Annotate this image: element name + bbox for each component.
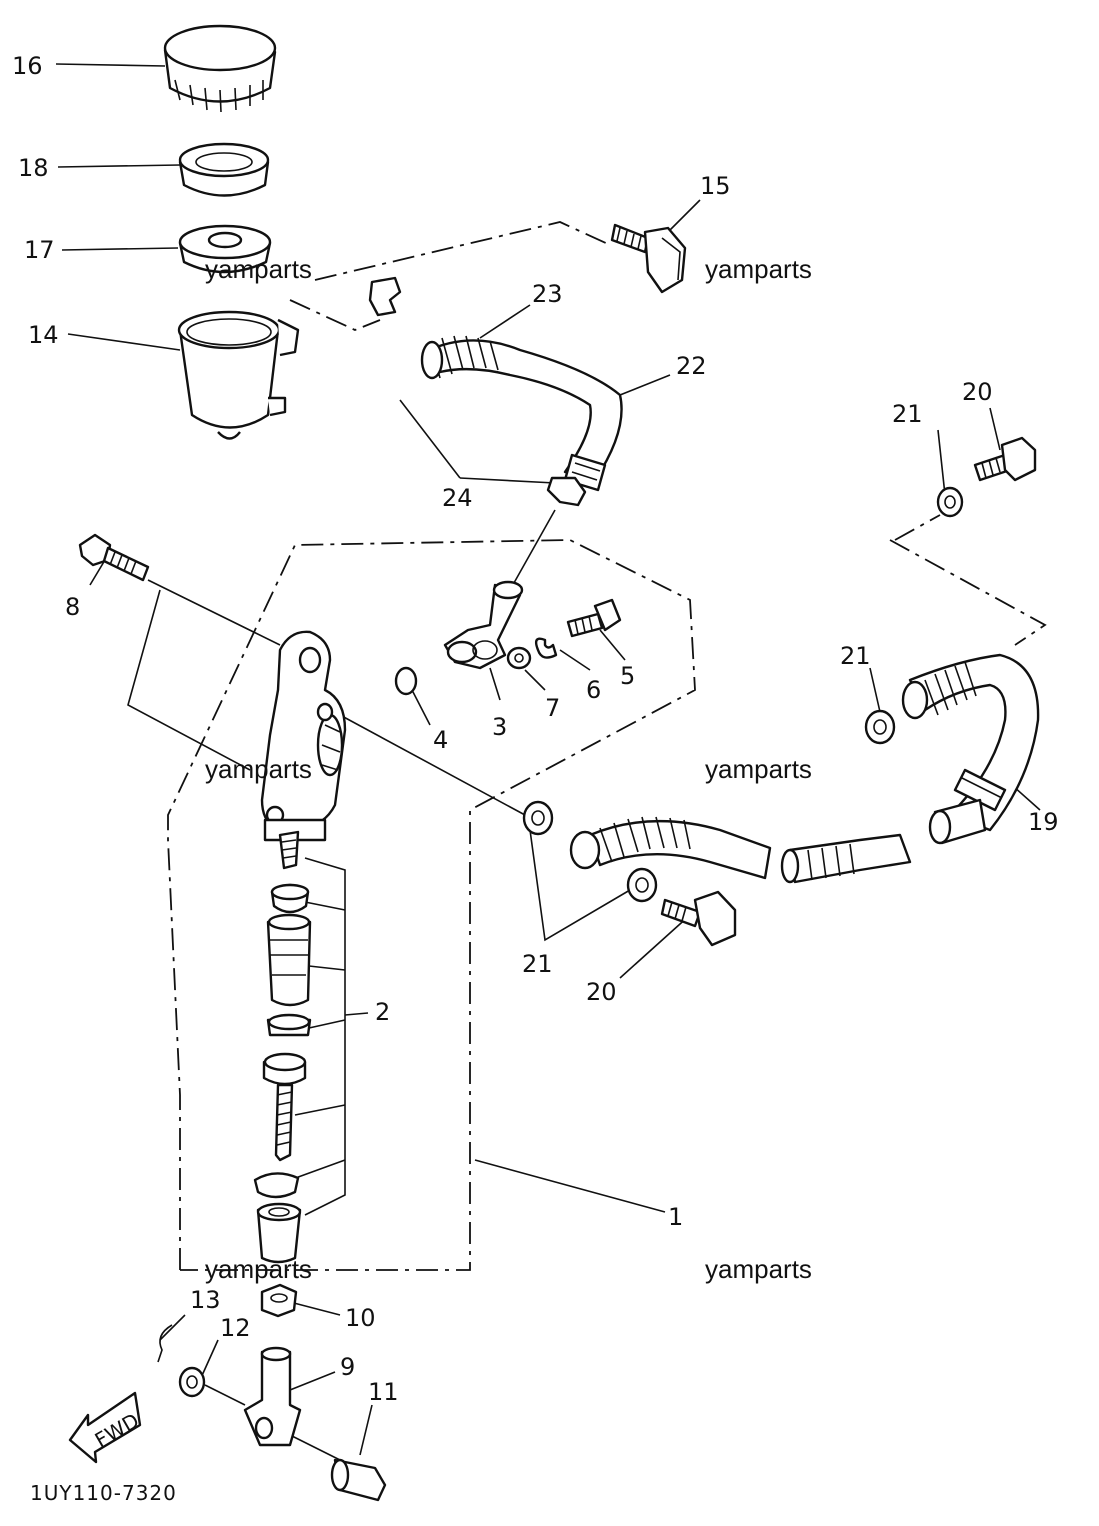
label-5: 5 (620, 662, 635, 690)
label-21-lower: 21 (522, 950, 553, 978)
label-22: 22 (676, 352, 707, 380)
reservoir-cap (163, 24, 277, 113)
label-15: 15 (700, 172, 731, 200)
label-21-top: 21 (892, 400, 923, 428)
label-2: 2 (375, 998, 390, 1026)
diaphragm-plate (178, 224, 272, 274)
watermark-6: yamparts (705, 1254, 812, 1284)
label-6: 6 (586, 676, 601, 704)
clevis-pin (330, 1458, 387, 1502)
watermark-3: yamparts (205, 754, 312, 784)
label-7: 7 (545, 694, 560, 722)
label-14: 14 (28, 321, 59, 349)
label-4: 4 (433, 726, 448, 754)
label-12: 12 (220, 1314, 251, 1342)
lower-hose (569, 816, 912, 884)
copper-washer-top (936, 486, 964, 518)
label-9: 9 (340, 1353, 355, 1381)
label-10: 10 (345, 1304, 376, 1332)
part-labels: 16 18 17 14 15 23 22 24 21 20 8 5 6 7 3 … (12, 52, 1059, 1406)
label-11: 11 (368, 1378, 399, 1406)
union-bolt-top (610, 223, 687, 294)
piston-kit (253, 830, 312, 1264)
clevis (243, 1346, 302, 1447)
watermarks: yamparts yamparts yamparts yamparts yamp… (205, 254, 812, 1284)
hose-joint (443, 580, 524, 670)
o-ring (394, 666, 418, 696)
label-3: 3 (492, 713, 507, 741)
washer-7 (506, 646, 532, 670)
label-20-lower: 20 (586, 978, 617, 1006)
label-19: 19 (1028, 808, 1059, 836)
watermark-5: yamparts (205, 1254, 312, 1284)
label-13: 13 (190, 1286, 221, 1314)
copper-washer-right (864, 709, 896, 745)
assembly-outline (167, 221, 1047, 1271)
forward-arrow (68, 1391, 142, 1464)
lock-nut (260, 1283, 298, 1318)
diagram-code: 1UY110-7320 (30, 1481, 177, 1505)
circlip-6 (534, 637, 558, 659)
reservoir-hose (368, 276, 623, 507)
watermark-1: yamparts (205, 254, 312, 284)
cotter-pin (157, 1324, 173, 1363)
mounting-bolt (78, 533, 150, 582)
label-18: 18 (18, 154, 49, 182)
leader-lines (55, 63, 1041, 1461)
label-23: 23 (532, 280, 563, 308)
copper-washer-lower-a (522, 800, 554, 836)
brake-hose (901, 653, 1040, 845)
label-24: 24 (442, 484, 473, 512)
watermark-2: yamparts (705, 254, 812, 284)
watermark-4: yamparts (705, 754, 812, 784)
label-1: 1 (668, 1203, 683, 1231)
reservoir-diaphragm (178, 142, 270, 197)
washer-12 (178, 1366, 206, 1398)
reservoir-tank (177, 310, 300, 440)
copper-washer-lower-b (626, 867, 658, 903)
master-cylinder-body (260, 630, 347, 842)
label-17: 17 (24, 236, 55, 264)
union-bolt-lower (660, 890, 737, 947)
label-8: 8 (65, 593, 80, 621)
label-16: 16 (12, 52, 43, 80)
label-21-right: 21 (840, 642, 871, 670)
label-20-top: 20 (962, 378, 993, 406)
bolt-5 (566, 598, 622, 638)
union-bolt-right (973, 436, 1037, 482)
